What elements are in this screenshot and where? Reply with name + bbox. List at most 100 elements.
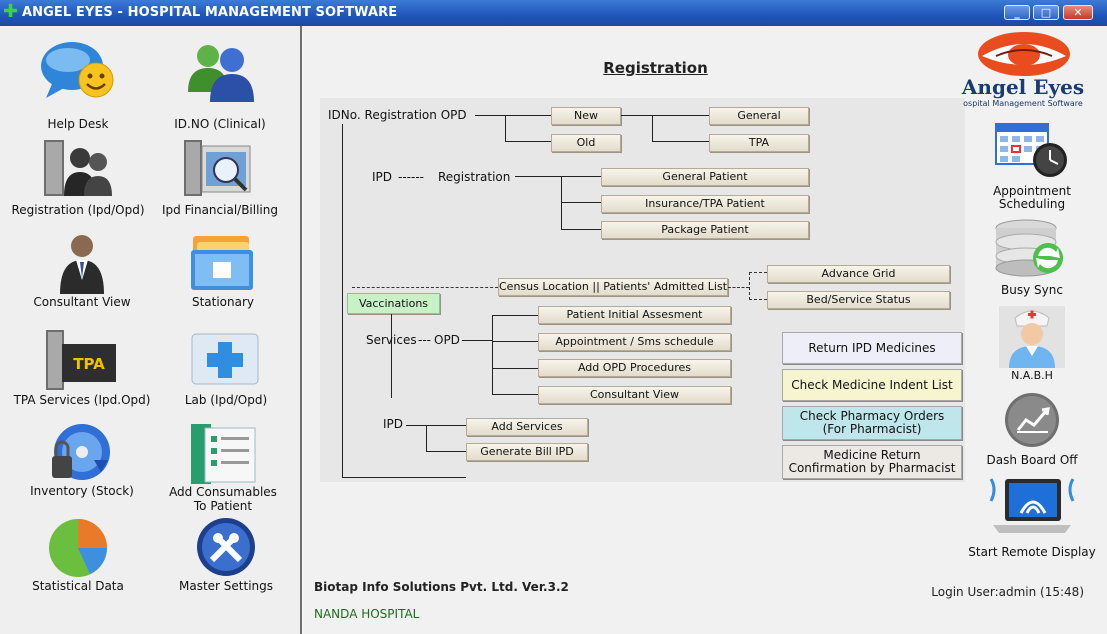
medicine-return-line1: Medicine Return xyxy=(823,448,921,462)
opd-registration-label: IDNo. Registration OPD xyxy=(328,108,467,122)
connector xyxy=(515,176,601,177)
services-dashes: --- xyxy=(418,333,431,347)
connector xyxy=(492,341,538,342)
start-remote-display-button[interactable]: Start Remote Display xyxy=(962,475,1102,561)
package-patient-button[interactable]: Package Patient xyxy=(601,221,809,239)
hospital-name-text: NANDA HOSPITAL xyxy=(314,607,420,621)
medicine-return-line2: Confirmation by Pharmacist xyxy=(788,461,956,475)
brand-logo: Angel Eyes ospital Management Software xyxy=(952,30,1094,108)
company-version-text: Biotap Info Solutions Pvt. Ltd. Ver.3.2 xyxy=(314,580,569,594)
sidebar-item-lab[interactable]: Lab (Ipd/Opd) xyxy=(151,328,301,420)
inventory-icon xyxy=(52,424,110,480)
dashed-connector xyxy=(749,272,750,300)
generate-bill-ipd-button[interactable]: Generate Bill IPD xyxy=(466,443,588,461)
general-button[interactable]: General xyxy=(709,107,809,125)
medicine-return-confirmation-button[interactable]: Medicine Return Confirmation by Pharmaci… xyxy=(782,445,962,479)
vaccinations-button[interactable]: Vaccinations xyxy=(347,293,440,314)
bed-service-status-button[interactable]: Bed/Service Status xyxy=(767,291,950,309)
tpa-button[interactable]: TPA xyxy=(709,134,809,152)
new-button[interactable]: New xyxy=(551,107,621,125)
sidebar-item-master-settings[interactable]: Master Settings xyxy=(151,516,301,608)
sidebar-item-label: Lab (Ipd/Opd) xyxy=(184,393,268,407)
dashed-connector xyxy=(728,287,749,288)
database-sync-icon xyxy=(995,219,1063,277)
consultant-view-button[interactable]: Consultant View xyxy=(538,386,731,404)
check-pharmacy-orders-button[interactable]: Check Pharmacy Orders (For Pharmacist) xyxy=(782,406,962,440)
nurse-icon xyxy=(999,306,1065,368)
sidebar-item-label: Help Desk xyxy=(47,117,109,131)
maximize-button[interactable]: □ xyxy=(1033,5,1059,20)
sidebar-item-label: Stationary xyxy=(191,295,255,309)
sidebar-item-tpa-services[interactable]: TPA TPA Services (Ipd.Opd) xyxy=(7,328,157,420)
old-button[interactable]: Old xyxy=(551,134,621,152)
sidebar-item-label-line1: Add Consumables xyxy=(169,485,277,499)
connector xyxy=(492,394,538,395)
remote-display-icon xyxy=(989,478,1075,533)
stationary-icon xyxy=(191,236,253,290)
window-title: ANGEL EYES - HOSPITAL MANAGEMENT SOFTWAR… xyxy=(22,5,398,20)
nabh-button[interactable]: N.A.B.H xyxy=(962,306,1102,386)
sidebar-item-label: Master Settings xyxy=(178,579,273,593)
services-opd-label: OPD xyxy=(434,333,460,347)
sidebar-item-label-line2: To Patient xyxy=(193,499,253,513)
angel-eye-logo-icon xyxy=(978,32,1070,76)
title-bar: ✚ ANGEL EYES - HOSPITAL MANAGEMENT SOFTW… xyxy=(0,0,1107,26)
nabh-label: N.A.B.H xyxy=(1011,369,1053,382)
connector xyxy=(505,141,551,142)
connector xyxy=(561,202,601,203)
connector xyxy=(426,425,427,451)
dashboard-label: Dash Board Off xyxy=(986,453,1078,467)
sidebar-item-ipd-financial[interactable]: Ipd Financial/Billing xyxy=(145,136,295,228)
connector xyxy=(561,229,601,230)
sidebar-item-consultant-view[interactable]: Consultant View xyxy=(7,232,157,324)
busy-sync-label: Busy Sync xyxy=(1001,283,1063,297)
connector xyxy=(426,451,466,452)
sidebar-item-stationary[interactable]: Stationary xyxy=(148,232,298,324)
check-pharmacy-orders-line2: (For Pharmacist) xyxy=(822,422,922,436)
start-remote-display-label: Start Remote Display xyxy=(968,545,1096,559)
dashed-connector xyxy=(352,287,498,288)
tpa-icon: TPA xyxy=(46,330,116,390)
patient-initial-assessment-button[interactable]: Patient Initial Assesment xyxy=(538,306,731,324)
advance-grid-button[interactable]: Advance Grid xyxy=(767,265,950,283)
appointment-sms-button[interactable]: Appointment / Sms schedule xyxy=(538,333,731,351)
connector xyxy=(652,115,653,142)
sidebar-item-id-no[interactable]: ID.NO (Clinical) xyxy=(145,40,295,132)
close-button[interactable]: ✕ xyxy=(1063,5,1093,20)
sidebar-item-inventory[interactable]: Inventory (Stock) xyxy=(7,422,157,514)
chart-icon xyxy=(49,519,107,577)
sidebar-item-add-consumables[interactable]: Add Consumables To Patient xyxy=(148,422,298,514)
appointment-scheduling-button[interactable]: Appointment Scheduling xyxy=(962,120,1102,211)
check-medicine-indent-button[interactable]: Check Medicine Indent List xyxy=(782,369,962,401)
census-location-button[interactable]: Census Location || Patients' Admitted Li… xyxy=(498,278,728,296)
general-patient-button[interactable]: General Patient xyxy=(601,168,809,186)
sidebar-item-statistical-data[interactable]: Statistical Data xyxy=(3,516,153,608)
consultant-icon xyxy=(60,235,104,294)
sidebar-item-label: TPA Services (Ipd.Opd) xyxy=(13,393,151,407)
add-services-button[interactable]: Add Services xyxy=(466,418,588,436)
sidebar-item-label: Registration (Ipd/Opd) xyxy=(11,203,145,217)
add-opd-procedures-button[interactable]: Add OPD Procedures xyxy=(538,359,731,377)
return-ipd-medicines-label: Return IPD Medicines xyxy=(808,340,936,355)
calendar-clock-icon xyxy=(995,123,1067,177)
busy-sync-button[interactable]: Busy Sync xyxy=(962,218,1102,300)
return-ipd-medicines-button[interactable]: Return IPD Medicines xyxy=(782,332,962,364)
consumables-icon xyxy=(191,424,256,484)
sidebar-item-registration[interactable]: Registration (Ipd/Opd) xyxy=(3,136,153,228)
sidebar-item-label: Ipd Financial/Billing xyxy=(162,203,278,217)
connector xyxy=(492,315,538,316)
dashboard-chart-icon xyxy=(1005,393,1059,447)
insurance-tpa-patient-button[interactable]: Insurance/TPA Patient xyxy=(601,195,809,213)
dashboard-toggle-button[interactable]: Dash Board Off xyxy=(962,392,1102,468)
ipd-label: IPD xyxy=(372,170,393,184)
connector xyxy=(652,141,709,142)
settings-icon xyxy=(197,518,255,576)
sidebar-item-label: ID.NO (Clinical) xyxy=(174,117,266,131)
connector xyxy=(505,115,506,142)
sidebar-item-label: Inventory (Stock) xyxy=(30,484,134,498)
minimize-button[interactable]: _ xyxy=(1004,5,1030,20)
billing-icon xyxy=(184,140,251,196)
sidebar-item-help-desk[interactable]: Help Desk xyxy=(3,40,153,132)
tpa-badge-text: TPA xyxy=(73,355,105,373)
